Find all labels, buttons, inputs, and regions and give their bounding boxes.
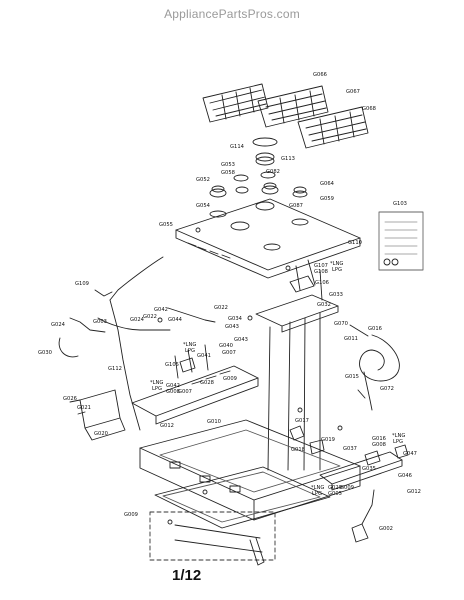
label-g032: G032 bbox=[317, 302, 331, 308]
label-g007b: G007 bbox=[178, 389, 192, 395]
tag-lpg-5: LPG bbox=[312, 491, 322, 497]
label-g012a: G012 bbox=[160, 423, 174, 429]
label-g020: G020 bbox=[94, 431, 108, 437]
label-g068: G068 bbox=[362, 106, 376, 112]
label-g052: G052 bbox=[196, 177, 210, 183]
label-g002: G002 bbox=[379, 526, 393, 532]
gas-hose bbox=[349, 324, 400, 411]
label-g012b: G012 bbox=[407, 489, 421, 495]
label-g041: G041 bbox=[197, 353, 211, 359]
label-g107: G107 bbox=[314, 263, 328, 269]
label-g110: G110 bbox=[348, 240, 362, 246]
label-g015: G015 bbox=[345, 374, 359, 380]
label-g029: G029 bbox=[328, 485, 342, 491]
label-g021: G021 bbox=[77, 405, 91, 411]
label-g046: G046 bbox=[398, 473, 412, 479]
tag-lng-3: *LNG bbox=[150, 380, 163, 386]
label-g008b: G008 bbox=[372, 442, 386, 448]
burner-parts bbox=[209, 137, 308, 198]
label-g043b: G043 bbox=[234, 337, 248, 343]
label-g009c: G009 bbox=[124, 512, 138, 518]
label-g019: G019 bbox=[321, 437, 335, 443]
label-g040a: G040 bbox=[219, 343, 233, 349]
label-g070: G070 bbox=[334, 321, 348, 327]
tag-lpg-2: LPG bbox=[185, 348, 195, 354]
bottom-bracket bbox=[149, 511, 276, 566]
label-g112: G112 bbox=[108, 366, 122, 372]
label-g047: G047 bbox=[403, 451, 417, 457]
tag-lpg-3: LPG bbox=[152, 386, 162, 392]
label-g018: G018 bbox=[291, 447, 305, 453]
label-g005: G005 bbox=[328, 491, 342, 497]
grate-middle bbox=[257, 85, 329, 128]
label-g008a: G008 bbox=[166, 389, 180, 395]
label-g054: G054 bbox=[196, 203, 211, 209]
grate-right bbox=[297, 106, 369, 149]
label-g067: G067 bbox=[346, 89, 360, 95]
tag-lng-2: *LNG bbox=[183, 342, 196, 348]
label-g042a: G042 bbox=[154, 307, 168, 313]
label-g028: G028 bbox=[200, 380, 214, 386]
label-g024b: G024 bbox=[130, 317, 145, 323]
gasket-frame bbox=[154, 466, 331, 529]
label-g009a: G009 bbox=[223, 376, 237, 382]
tag-lng-1: *LNG bbox=[330, 261, 343, 267]
page-number: 1/12 bbox=[172, 567, 202, 584]
label-g105: G105 bbox=[165, 362, 179, 368]
label-g059: G059 bbox=[320, 196, 334, 202]
label-g026: G026 bbox=[63, 396, 77, 402]
label-g055: G055 bbox=[159, 222, 173, 228]
label-g108: G108 bbox=[314, 269, 328, 275]
label-g022: G022 bbox=[143, 314, 157, 320]
label-g072: G072 bbox=[380, 386, 394, 392]
label-g033: G033 bbox=[329, 292, 343, 298]
label-g106: G106 bbox=[315, 280, 329, 286]
valve-manifold bbox=[255, 259, 339, 471]
cooktop-top bbox=[175, 198, 361, 279]
label-g007a: G007 bbox=[222, 350, 236, 356]
label-g082: G082 bbox=[266, 169, 280, 175]
label-g024a: G024 bbox=[51, 322, 66, 328]
control-bracket bbox=[131, 344, 259, 425]
site-watermark: AppliancePartsPros.com bbox=[164, 7, 300, 21]
label-g035: G035 bbox=[362, 466, 376, 472]
label-g034: G034 bbox=[228, 316, 243, 322]
label-g114: G114 bbox=[230, 144, 245, 150]
label-g044: G044 bbox=[168, 317, 183, 323]
label-g022b: G022 bbox=[214, 305, 228, 311]
label-g103: G103 bbox=[393, 201, 407, 207]
label-g003: G003 bbox=[93, 319, 107, 325]
parts-bag bbox=[378, 211, 424, 271]
base-pan bbox=[139, 419, 361, 521]
label-g009b: G009 bbox=[340, 485, 354, 491]
callout-labels: G066 G067 G068 G114 G113 G053 G058 G052 … bbox=[38, 72, 421, 532]
label-g037: G037 bbox=[343, 446, 357, 452]
label-g053: G053 bbox=[221, 162, 235, 168]
label-g017: G017 bbox=[295, 418, 309, 424]
lower-valves bbox=[289, 425, 409, 543]
label-g113: G113 bbox=[281, 156, 295, 162]
tag-lng-4: *LNG bbox=[392, 433, 405, 439]
tag-lpg-4: LPG bbox=[393, 439, 403, 445]
label-g087: G087 bbox=[289, 203, 303, 209]
label-g016b: G016 bbox=[372, 436, 386, 442]
left-bracket bbox=[69, 389, 126, 441]
label-g109: G109 bbox=[75, 281, 89, 287]
label-g043a: G043 bbox=[225, 324, 239, 330]
label-g042b: G042 bbox=[166, 383, 180, 389]
label-g066: G066 bbox=[313, 72, 327, 78]
tag-lpg-1: LPG bbox=[332, 267, 342, 273]
label-g010: G010 bbox=[207, 419, 221, 425]
label-g064: G064 bbox=[320, 181, 335, 187]
grate-left bbox=[202, 83, 269, 123]
label-g011: G011 bbox=[344, 336, 358, 342]
label-g016: G016 bbox=[368, 326, 382, 332]
tag-lng-5: *LNG bbox=[311, 485, 324, 491]
gas-line-left bbox=[58, 256, 216, 431]
screws bbox=[157, 227, 343, 495]
label-g030: G030 bbox=[38, 350, 52, 356]
label-g058: G058 bbox=[221, 170, 235, 176]
